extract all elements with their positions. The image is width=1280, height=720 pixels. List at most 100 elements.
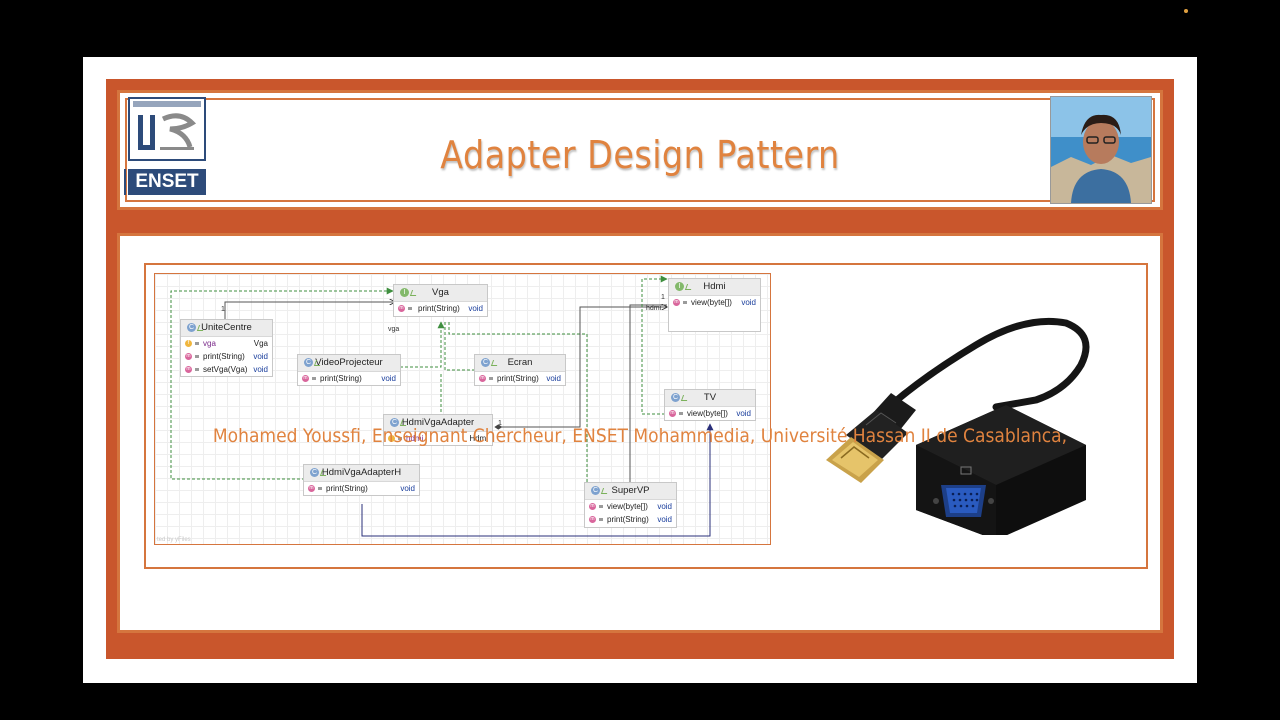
multiplicity-label: 1 (221, 306, 225, 313)
class-name: VideoProjecteur (315, 357, 383, 368)
visibility-icon (490, 360, 500, 366)
university-logo (128, 97, 206, 161)
method-icon: m (589, 503, 596, 510)
class-ecran[interactable]: C Ecran m print(String) void (474, 354, 566, 386)
class-name: Hdmi (703, 281, 726, 292)
method-icon: m (589, 516, 596, 523)
class-tv[interactable]: C TV m view(byte[]) void (664, 389, 756, 421)
method-icon: m (479, 375, 486, 382)
class-name: UniteCentre (201, 322, 252, 333)
interface-icon: I (675, 282, 684, 291)
multiplicity-label: 1 (661, 294, 665, 301)
page-title: Adapter Design Pattern (440, 133, 840, 177)
lock-icon (599, 505, 603, 508)
content-inner-frame: I Vga m print(String) void vga 1 C UniteCent… (144, 263, 1148, 569)
header-panel: ENSET Adapter Design Pattern (117, 90, 1163, 210)
method-icon: m (669, 410, 676, 417)
lock-icon (195, 342, 199, 345)
visibility-icon (680, 395, 690, 401)
lock-icon (679, 412, 683, 415)
method-icon: m (185, 353, 192, 360)
field-icon: f (185, 340, 192, 347)
class-icon: C (390, 418, 399, 427)
method-icon: m (398, 305, 405, 312)
class-icon: C (310, 468, 319, 477)
lock-icon (318, 487, 322, 490)
class-icon: C (481, 358, 490, 367)
lock-icon (408, 307, 412, 310)
method-name: view(byte[]) (691, 298, 732, 307)
lock-icon (489, 377, 493, 380)
class-super-vp[interactable]: C SuperVP m view(byte[]) void m print(String… (584, 482, 677, 528)
class-icon: C (187, 323, 196, 332)
diagram-connectors (170, 275, 714, 537)
method-type: void (741, 298, 756, 307)
field-icon: f (388, 435, 395, 442)
method-type: void (253, 352, 268, 361)
method-type: void (657, 515, 672, 524)
method-icon: m (302, 375, 309, 382)
method-name: view(byte[]) (607, 502, 648, 511)
indicator-dot (1184, 9, 1188, 13)
interface-icon: I (400, 288, 409, 297)
method-name: print(String) (418, 304, 460, 313)
role-label-hdmi: hdmi (646, 305, 662, 312)
lock-icon (683, 301, 687, 304)
method-type: void (468, 304, 483, 313)
author-photo (1050, 96, 1152, 204)
class-name: HdmiVgaAdapter (401, 417, 475, 428)
multiplicity-label: 1 (498, 420, 502, 427)
field-type: Hdmi (469, 434, 488, 443)
method-name: print(String) (320, 374, 362, 383)
visibility-icon (600, 488, 610, 494)
class-hdmi[interactable]: I Hdmi m view(byte[]) void (668, 278, 761, 332)
class-name: SuperVP (611, 485, 650, 496)
method-name: print(String) (497, 374, 539, 383)
method-name: print(String) (326, 484, 368, 493)
class-name: TV (703, 392, 717, 403)
header-inner-border (125, 98, 1155, 202)
method-type: void (381, 374, 396, 383)
lock-icon (599, 518, 603, 521)
class-icon: C (591, 486, 600, 495)
enset-logo: ENSET (124, 169, 206, 195)
lock-icon (398, 437, 402, 440)
class-name: Ecran (507, 357, 533, 368)
slide-frame: ENSET Adapter Design Pattern (106, 79, 1174, 659)
class-name: HdmiVgaAdapterH (321, 467, 402, 478)
lock-icon (195, 355, 199, 358)
class-vga[interactable]: I Vga m print(String) void (393, 284, 488, 317)
hdmi-vga-adapter-image (796, 295, 1096, 540)
author-footer: Mohamed Youssfi, Enseignant Chercheur, E… (212, 425, 1068, 447)
method-type: void (736, 409, 751, 418)
method-type: void (546, 374, 561, 383)
method-type: void (253, 365, 268, 374)
method-icon: m (185, 366, 192, 373)
field-type: Vga (253, 339, 268, 348)
uml-class-diagram: I Vga m print(String) void vga 1 C UniteCent… (154, 273, 771, 545)
lock-icon (195, 368, 199, 371)
class-icon: C (304, 358, 313, 367)
diagram-watermark: ted by yFiles (157, 537, 191, 543)
method-icon: m (673, 299, 680, 306)
method-type: void (400, 484, 415, 493)
class-name: Vga (432, 287, 449, 298)
method-name: print(String) (607, 515, 649, 524)
content-panel: I Vga m print(String) void vga 1 C UniteCent… (117, 233, 1163, 633)
visibility-icon (684, 284, 694, 290)
field-name: vga (203, 339, 216, 348)
method-name: view(byte[]) (687, 409, 728, 418)
method-type: void (657, 502, 672, 511)
lock-icon (312, 377, 316, 380)
slide: ENSET Adapter Design Pattern (83, 57, 1197, 683)
role-label-vga: vga (388, 326, 400, 333)
field-name: hdmi (406, 434, 424, 443)
visibility-icon (409, 290, 419, 296)
class-icon: C (671, 393, 680, 402)
method-name: setVga(Vga) (203, 365, 248, 374)
method-icon: m (308, 485, 315, 492)
